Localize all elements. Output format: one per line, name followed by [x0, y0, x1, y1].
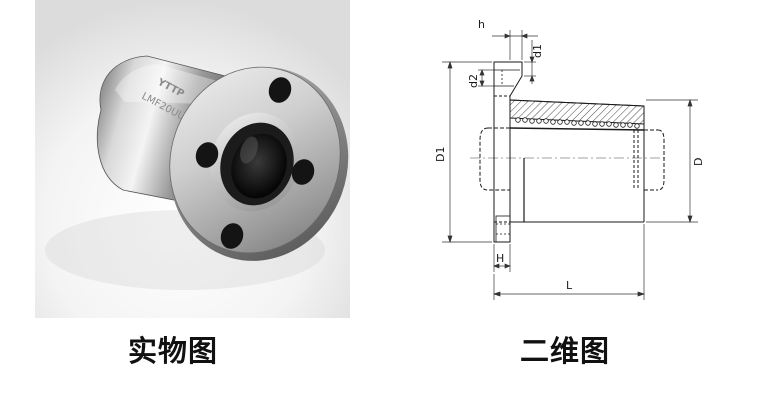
photo-caption: 实物图: [128, 334, 219, 368]
bearing-bore: [210, 112, 300, 212]
technical-drawing: h d1 d2 D1 D H L: [434, 18, 705, 300]
flange-hole-top: [494, 69, 520, 87]
drawing-caption: 二维图: [520, 334, 611, 368]
dim-label-d2: d2: [467, 74, 480, 88]
mounting-hole-top: [268, 77, 292, 103]
dim-label-h: h: [478, 18, 485, 31]
technical-drawing-panel: h d1 d2 D1 D H L: [428, 10, 718, 305]
dim-label-D: D: [692, 158, 705, 166]
mounting-holes: [195, 77, 315, 249]
bearing-photo: YTTP LMF20UU: [35, 0, 350, 318]
housing-section: [509, 99, 645, 131]
sleeve-body: [479, 99, 665, 223]
mounting-hole-left: [195, 142, 219, 168]
dim-label-D1: D1: [434, 147, 447, 162]
dimension-lines: [442, 30, 698, 300]
dimension-labels: h d1 d2 D1 D H L: [434, 18, 705, 292]
flange-outline: [493, 61, 523, 243]
flange-hole-bottom: [495, 215, 511, 243]
dim-label-H: H: [496, 252, 504, 265]
product-photo-panel: YTTP LMF20UU: [35, 0, 350, 318]
dim-label-L: L: [566, 279, 573, 292]
mounting-hole-bottom: [220, 223, 244, 249]
mounting-hole-right: [291, 159, 315, 185]
dim-label-d1: d1: [531, 44, 544, 58]
ball-row: [515, 117, 640, 129]
